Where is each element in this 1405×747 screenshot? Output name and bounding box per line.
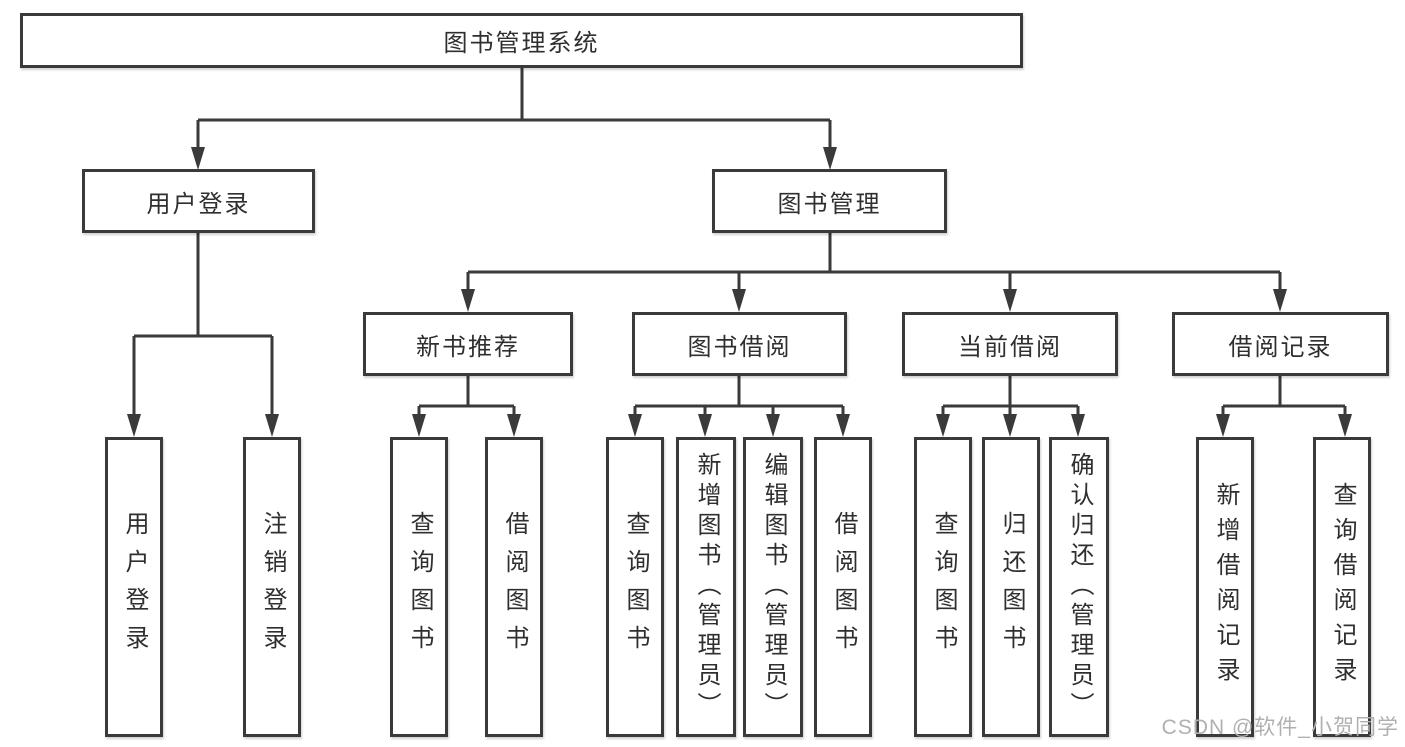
node-new-book-recommend-label: 新书推荐 (416, 333, 520, 361)
leaf-logout-label: 注销登录 (259, 511, 286, 663)
arrowhead (698, 414, 712, 437)
arrowhead (1216, 414, 1230, 437)
leaf-add-borrow-record: 新增借阅记录 (1196, 437, 1254, 737)
node-current-borrowing-label: 当前借阅 (958, 333, 1062, 361)
leaf-edit-book-admin-label: 编辑图书（管理员） (760, 452, 787, 722)
arrowhead (732, 289, 746, 312)
leaf-recommend-query-book: 查询图书 (390, 437, 448, 737)
arrowhead (127, 414, 141, 437)
connector-root-to-level2 (191, 68, 837, 170)
leaf-borrowing-query-book-label: 查询图书 (622, 511, 649, 663)
leaf-user-login: 用户登录 (105, 437, 163, 737)
connector-current-borrowing-to-leaves (936, 376, 1085, 437)
connector-line (633, 376, 845, 416)
leaf-recommend-query-book-label: 查询图书 (406, 511, 433, 663)
connector-book-borrowing-to-leaves (628, 376, 850, 437)
leaf-borrowing-borrow-book-label: 借阅图书 (830, 511, 857, 663)
node-root-label: 图书管理系统 (443, 30, 600, 57)
leaf-current-query-book: 查询图书 (914, 437, 972, 737)
node-user-login: 用户登录 (82, 169, 315, 233)
leaf-confirm-return-admin: 确认归还（管理员） (1049, 437, 1109, 737)
leaf-edit-book-admin: 编辑图书（管理员） (743, 437, 803, 737)
leaf-user-login-label: 用户登录 (121, 511, 148, 663)
connector-user-login-to-leaves (127, 233, 279, 437)
leaf-query-borrow-record-label: 查询借阅记录 (1329, 482, 1356, 692)
connector-line (132, 233, 274, 416)
leaf-return-book: 归还图书 (982, 437, 1040, 737)
node-book-management-label: 图书管理 (777, 190, 882, 218)
leaf-recommend-borrow-book: 借阅图书 (485, 437, 543, 737)
leaf-logout: 注销登录 (243, 437, 301, 737)
node-book-borrowing: 图书借阅 (632, 312, 847, 376)
arrowhead (1071, 414, 1085, 437)
arrowhead (836, 414, 850, 437)
arrowhead (766, 414, 780, 437)
leaf-confirm-return-admin-label: 确认归还（管理员） (1066, 452, 1093, 722)
connector-line (417, 376, 516, 416)
connector-line (941, 376, 1080, 416)
connector-line (1221, 376, 1347, 416)
arrowhead (191, 147, 205, 170)
arrowhead (412, 414, 426, 437)
arrowhead (1003, 289, 1017, 312)
node-current-borrowing: 当前借阅 (902, 312, 1118, 376)
arrowhead (1003, 414, 1017, 437)
arrowhead (507, 414, 521, 437)
arrowhead (265, 414, 279, 437)
leaf-query-borrow-record: 查询借阅记录 (1313, 437, 1371, 737)
connector-borrowing-records-to-leaves (1216, 376, 1352, 437)
leaf-return-book-label: 归还图书 (998, 511, 1025, 663)
arrowhead (628, 414, 642, 437)
node-root: 图书管理系统 (20, 13, 1023, 68)
leaf-borrowing-borrow-book: 借阅图书 (814, 437, 872, 737)
arrowhead (1338, 414, 1352, 437)
node-book-management: 图书管理 (712, 169, 947, 233)
connector-line (466, 233, 1282, 291)
arrowhead (1273, 289, 1287, 312)
connector-line (196, 68, 832, 150)
leaf-add-book-admin-label: 新增图书（管理员） (693, 452, 720, 722)
node-user-login-label: 用户登录 (146, 190, 251, 218)
arrowhead (461, 289, 475, 312)
arrowhead (823, 147, 837, 170)
leaf-recommend-borrow-book-label: 借阅图书 (501, 511, 528, 663)
watermark: CSDN @软件_小贺同学 (1161, 716, 1399, 739)
node-borrowing-records-label: 借阅记录 (1228, 333, 1333, 361)
node-new-book-recommend: 新书推荐 (363, 312, 573, 376)
connector-new-book-recommend-to-leaves (412, 376, 521, 437)
leaf-borrowing-query-book: 查询图书 (606, 437, 664, 737)
connector-book-management-to-level3 (461, 233, 1287, 312)
node-book-borrowing-label: 图书借阅 (687, 333, 792, 361)
arrowhead (936, 414, 950, 437)
leaf-current-query-book-label: 查询图书 (930, 511, 957, 663)
leaf-add-borrow-record-label: 新增借阅记录 (1212, 482, 1239, 692)
node-borrowing-records: 借阅记录 (1172, 312, 1389, 376)
leaf-add-book-admin: 新增图书（管理员） (676, 437, 736, 737)
